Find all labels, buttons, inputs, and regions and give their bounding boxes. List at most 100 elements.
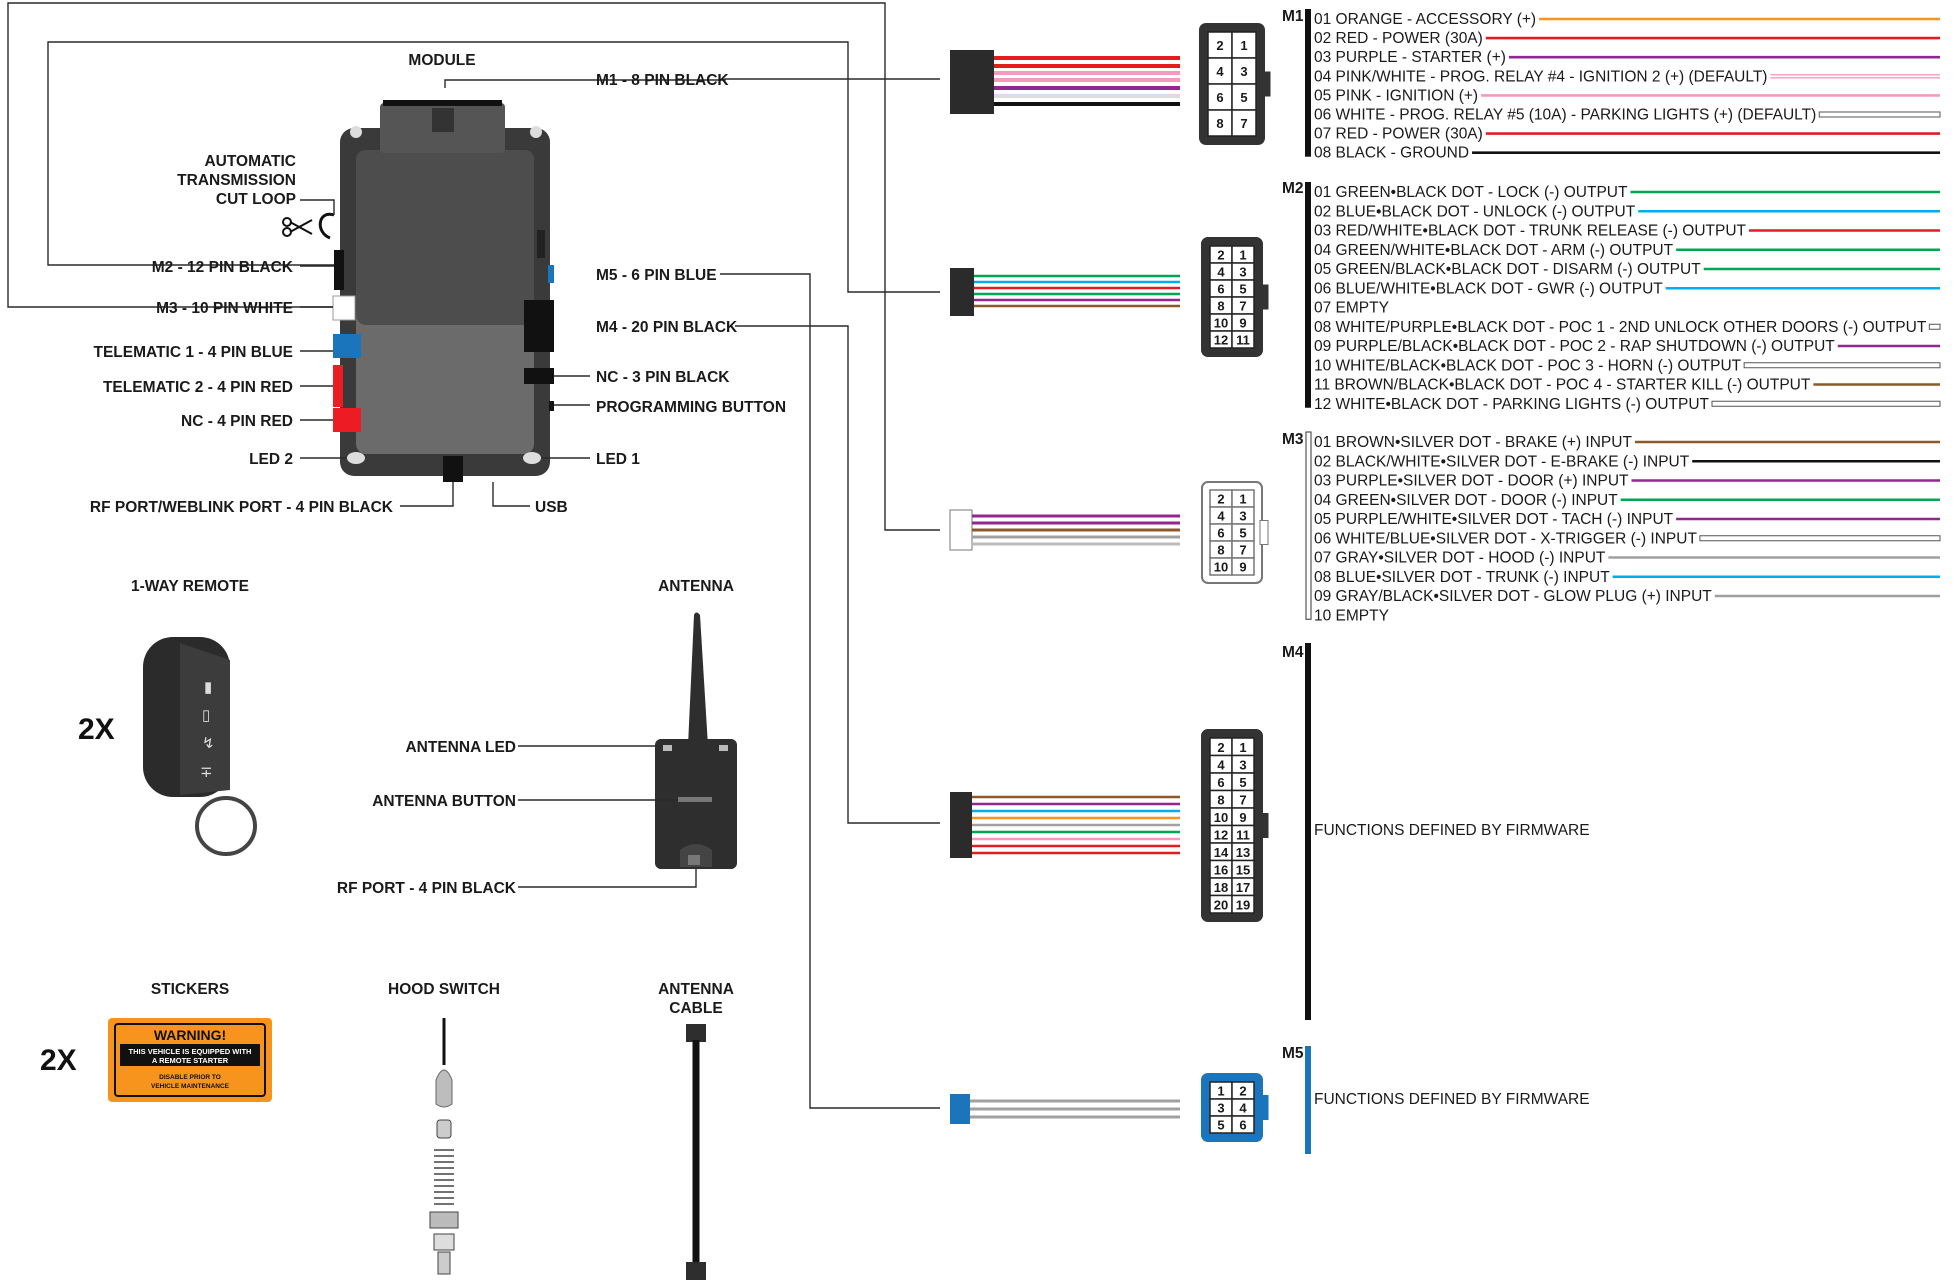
m2-wire-label: 01 GREEN•BLACK DOT - LOCK (-) OUTPUT <box>1314 184 1628 201</box>
hood-switch-title: HOOD SWITCH <box>388 981 500 998</box>
nc3-label: NC - 3 PIN BLACK <box>596 369 730 386</box>
m2-wire-label: 03 RED/WHITE•BLACK DOT - TRUNK RELEASE (… <box>1314 223 1747 240</box>
rf-port <box>443 456 463 482</box>
m1-wire-row: 03 PURPLE - STARTER (+) <box>1314 49 1940 66</box>
m4-pin-number: 13 <box>1236 845 1250 860</box>
cut-loop-label-2: TRANSMISSION <box>177 172 296 189</box>
m2-port <box>334 250 344 290</box>
m2-wire-line <box>1743 362 1941 369</box>
m1-wire-line <box>1818 111 1941 118</box>
m1-tag: M1 <box>1282 8 1304 25</box>
m2-wire-row: 10 WHITE/BLACK•BLACK DOT - POC 3 - HORN … <box>1314 357 1941 374</box>
m1-label: M1 - 8 PIN BLACK <box>596 72 729 89</box>
m1-plug <box>950 50 1180 114</box>
m4-pin-number: 16 <box>1214 862 1228 877</box>
m2-wire-label: 09 PURPLE/BLACK•BLACK DOT - POC 2 - RAP … <box>1314 338 1835 355</box>
m2-wire-row: 05 GREEN/BLACK•BLACK DOT - DISARM (-) OU… <box>1314 261 1940 278</box>
usb-label: USB <box>535 499 568 516</box>
m2-wire-label: 05 GREEN/BLACK•BLACK DOT - DISARM (-) OU… <box>1314 261 1701 278</box>
m4-pin-number: 5 <box>1239 775 1246 790</box>
unlock-icon: ▯ <box>202 707 210 724</box>
m2-wire-label: 08 WHITE/PURPLE•BLACK DOT - POC 1 - 2ND … <box>1314 319 1927 336</box>
m4-pin-number: 14 <box>1214 845 1229 860</box>
telematic1-label: TELEMATIC 1 - 4 PIN BLUE <box>93 344 293 361</box>
m3-pin-cell <box>1231 557 1255 576</box>
m3-leader <box>7 2 940 531</box>
m3-wire-row: 02 BLACK/WHITE•SILVER DOT - E-BRAKE (-) … <box>1314 453 1940 470</box>
m2-pin-number: 7 <box>1239 299 1246 314</box>
programming-label: PROGRAMMING BUTTON <box>596 399 786 416</box>
stickers-title: STICKERS <box>151 981 229 998</box>
module: MODULE <box>282 52 554 482</box>
m4-pin-number: 6 <box>1217 775 1224 790</box>
antenna-cable-title-2: CABLE <box>669 1000 722 1017</box>
cut-loop-label-3: CUT LOOP <box>216 191 296 208</box>
m5-pin-number: 6 <box>1239 1118 1246 1133</box>
m1-wire-row: 05 PINK - IGNITION (+) <box>1314 87 1940 104</box>
m5-leader <box>720 273 940 1109</box>
antenna-led-indicator <box>663 745 672 751</box>
m3-wire-row: 08 BLUE•SILVER DOT - TRUNK (-) INPUT <box>1314 569 1940 586</box>
m4-label: M4 - 20 PIN BLACK <box>596 319 738 336</box>
m2-wire-row: 08 WHITE/PURPLE•BLACK DOT - POC 1 - 2ND … <box>1314 319 1941 336</box>
remote-qty: 2X <box>78 713 115 746</box>
programming-button[interactable] <box>549 401 554 411</box>
m2-wire-line <box>1928 323 1941 330</box>
antenna-cable: ANTENNA CABLE <box>658 981 734 1280</box>
m3-wire-row: 04 GREEN•SILVER DOT - DOOR (-) INPUT <box>1314 492 1940 509</box>
m3-pin-number: 3 <box>1239 509 1246 524</box>
m3-pin-number: 10 <box>1214 560 1228 575</box>
keyring <box>195 796 257 856</box>
m2-wire-label: 04 GREEN/WHITE•BLACK DOT - ARM (-) OUTPU… <box>1314 242 1674 259</box>
antenna-button[interactable] <box>678 797 712 802</box>
m4-pin-number: 3 <box>1239 757 1246 772</box>
m1-wire-label: 06 WHITE - PROG. RELAY #5 (10A) - PARKIN… <box>1314 107 1816 124</box>
m2-pin-number: 2 <box>1217 248 1224 263</box>
m5-pin-number: 5 <box>1217 1118 1224 1133</box>
m5-plug <box>950 1094 1180 1124</box>
m4-pin-number: 7 <box>1239 792 1246 807</box>
m2-pin-number: 9 <box>1239 316 1246 331</box>
m2-pin-number: 1 <box>1239 248 1246 263</box>
m1-pin-cell <box>1231 109 1257 137</box>
m3-wire-label: 10 EMPTY <box>1314 607 1389 624</box>
m2-wire-label: 07 EMPTY <box>1314 300 1389 317</box>
m1-wire-row: 07 RED - POWER (30A) <box>1314 126 1940 143</box>
nc4-label: NC - 4 PIN RED <box>181 413 293 430</box>
m2-pin-number: 10 <box>1214 316 1228 331</box>
m2-plug <box>950 268 1180 316</box>
m2-pin-number: 3 <box>1239 265 1246 280</box>
m1-pin-cell <box>1231 31 1257 59</box>
m3-wire-line <box>1699 535 1941 542</box>
m2-wire-row: 04 GREEN/WHITE•BLACK DOT - ARM (-) OUTPU… <box>1314 242 1940 259</box>
sticker-line4: VEHICLE MAINTENANCE <box>151 1083 230 1090</box>
m3-pin-number: 8 <box>1217 543 1224 558</box>
m2-wire-label: 12 WHITE•BLACK DOT - PARKING LIGHTS (-) … <box>1314 396 1710 413</box>
m2-wire-label: 11 BROWN/BLACK•BLACK DOT - POC 4 - START… <box>1314 377 1811 394</box>
m3-wire-label: 09 GRAY/BLACK•SILVER DOT - GLOW PLUG (+)… <box>1314 588 1712 605</box>
m3-wire-label: 02 BLACK/WHITE•SILVER DOT - E-BRAKE (-) … <box>1314 453 1690 470</box>
m1-pin-number: 6 <box>1216 90 1223 105</box>
m1-wire-label: 03 PURPLE - STARTER (+) <box>1314 49 1506 66</box>
m3-wire-row: 10 EMPTY <box>1314 607 1389 624</box>
start-icon: ∓ <box>200 764 213 781</box>
stickers-qty: 2X <box>40 1044 77 1077</box>
m3-pin-number: 7 <box>1239 543 1246 558</box>
m2-wire-row: 12 WHITE•BLACK DOT - PARKING LIGHTS (-) … <box>1314 396 1941 413</box>
antenna-body <box>655 739 737 869</box>
m1-wire-label: 04 PINK/WHITE - PROG. RELAY #4 - IGNITIO… <box>1314 68 1767 85</box>
m5-pin-cell <box>1231 1115 1255 1134</box>
m1-wire-label: 08 BLACK - GROUND <box>1314 145 1469 162</box>
m1-pin-number: 8 <box>1216 116 1223 131</box>
m2-pin-cell <box>1231 330 1255 349</box>
m3-wire-row: 05 PURPLE/WHITE•SILVER DOT - TACH (-) IN… <box>1314 511 1940 528</box>
m3-wire-label: 01 BROWN•SILVER DOT - BRAKE (+) INPUT <box>1314 434 1632 451</box>
antenna: ANTENNA ANTENNA LED ANTENNA BUTTON RF PO… <box>337 578 737 897</box>
telematic2-label: TELEMATIC 2 - 4 PIN RED <box>103 379 293 396</box>
